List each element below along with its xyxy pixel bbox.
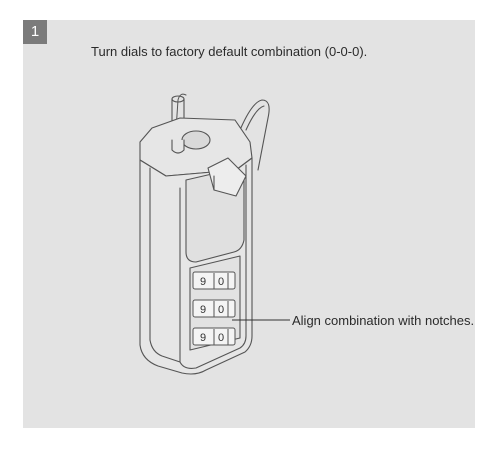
dial-3-right-digit: 0 [218,332,224,344]
dial-2-right-digit: 0 [218,304,224,316]
dial-1-left-digit: 9 [200,276,206,288]
shackle-hole [181,130,211,150]
dial-bottom [192,327,236,346]
dial-middle [192,299,236,318]
dial-3-left-digit: 9 [200,332,206,344]
callout-label: Align combination with notches. [292,313,475,328]
lock-face [179,164,247,369]
instruction-text: Turn dials to factory default combinatio… [91,44,368,59]
dial-1-right-digit: 0 [218,276,224,288]
dial-stack [192,271,236,346]
dial-2-left-digit: 9 [200,304,206,316]
cable-rear [239,99,270,171]
step-number-badge: 1 [23,20,47,44]
dial-top [192,271,236,290]
cable-loop [175,93,187,131]
